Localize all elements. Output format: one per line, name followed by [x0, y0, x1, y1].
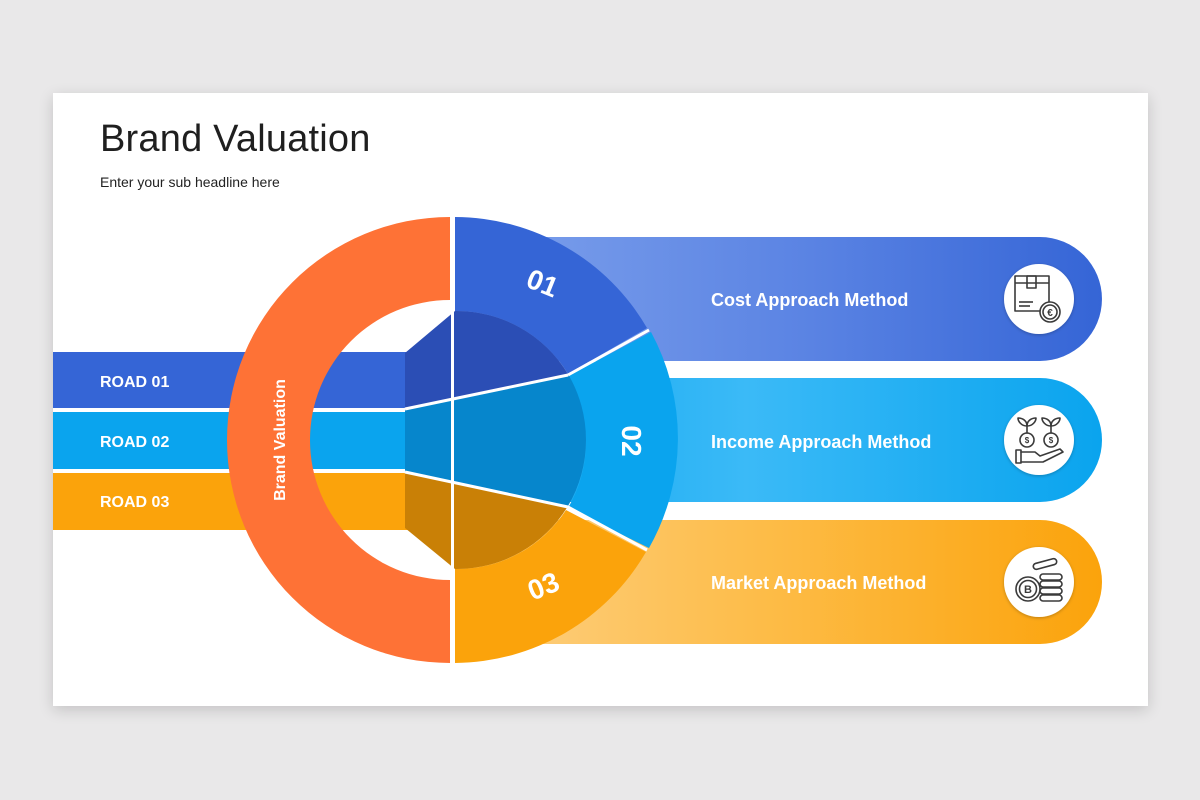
box-euro-coin-icon: €	[1004, 264, 1074, 334]
road-label-01: ROAD 01	[100, 374, 169, 391]
segment-01	[455, 217, 647, 374]
svg-text:$: $	[1025, 436, 1030, 445]
road-label-02: ROAD 02	[100, 434, 169, 451]
funnel-bottom	[405, 473, 568, 570]
divider-line-03	[567, 328, 650, 377]
svg-text:€: €	[1047, 308, 1053, 319]
segment-02	[568, 332, 678, 548]
brand-valuation-ring	[227, 217, 450, 663]
ring-label: Brand Valuation	[272, 379, 289, 501]
divider-line-04	[567, 505, 648, 552]
funnel-top	[405, 310, 568, 408]
method-label-02: Income Approach Method	[711, 432, 931, 452]
divider-line-01	[404, 373, 569, 411]
page-subtitle: Enter your sub headline here	[100, 174, 280, 190]
svg-text:$: $	[1049, 436, 1054, 445]
road-label-03: ROAD 03	[100, 494, 169, 511]
page-title: Brand Valuation	[100, 118, 371, 160]
hand-money-plants-icon: $ $	[1004, 405, 1074, 475]
segment-03	[455, 510, 646, 663]
funnel-middle	[405, 374, 586, 506]
bitcoin-coins-icon: B	[1004, 547, 1074, 617]
segment-number-02: 02	[616, 425, 647, 456]
method-label-01: Cost Approach Method	[711, 290, 908, 310]
method-label-03: Market Approach Method	[711, 573, 926, 593]
svg-text:B: B	[1024, 584, 1032, 596]
divider-line-02	[404, 470, 569, 509]
